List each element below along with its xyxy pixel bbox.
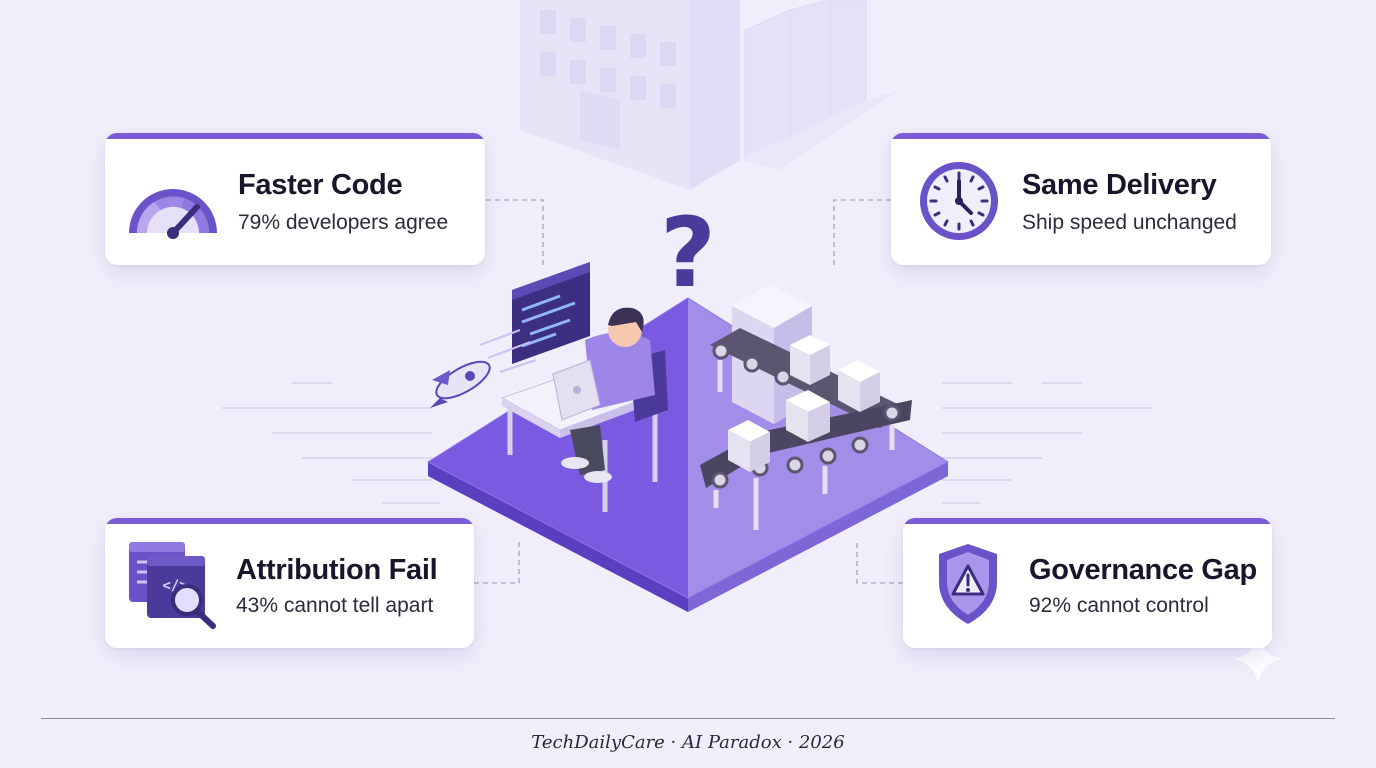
isometric-platform: [426, 297, 950, 612]
code-search-icon: </>: [129, 542, 216, 629]
card-subtitle: 43% cannot tell apart: [236, 594, 434, 617]
card-faster-code: Faster Code 79% developers agree: [105, 133, 485, 265]
code-window-icon: [512, 262, 590, 364]
card-subtitle: Ship speed unchanged: [1022, 211, 1237, 234]
card-subtitle: 79% developers agree: [238, 211, 449, 234]
rocket-icon: [430, 329, 537, 408]
card-title: Faster Code: [238, 169, 403, 201]
package-box-icons: [728, 335, 880, 472]
card-title: Attribution Fail: [236, 554, 438, 586]
card-accent-bar: [105, 133, 485, 139]
footer-credit: TechDailyCare · AI Paradox · 2026: [531, 732, 845, 753]
footer-divider: [41, 718, 1335, 719]
card-governance-gap: Governance Gap 92% cannot control: [903, 518, 1272, 648]
dashed-connectors: [474, 199, 903, 584]
warning-shield-icon: [939, 544, 997, 624]
card-attribution-fail: </> Attribution Fail 43% cannot tell apa…: [105, 518, 474, 648]
svg-text:?: ?: [660, 197, 716, 309]
motion-lines: [222, 382, 1152, 504]
speedometer-icon: [129, 189, 217, 239]
card-accent-bar: [891, 133, 1271, 139]
question-mark: ?: [660, 197, 716, 309]
card-title: Governance Gap: [1029, 554, 1257, 586]
card-same-delivery: Same Delivery Ship speed unchanged: [891, 133, 1271, 265]
card-accent-bar: [903, 518, 1272, 524]
background-building: [520, 0, 900, 190]
sparkle-icon: [1234, 635, 1282, 683]
developer-at-desk: [500, 307, 668, 512]
card-subtitle: 92% cannot control: [1029, 594, 1209, 617]
clock-icon: [920, 162, 998, 240]
card-accent-bar: [105, 518, 474, 524]
card-title: Same Delivery: [1022, 169, 1217, 201]
